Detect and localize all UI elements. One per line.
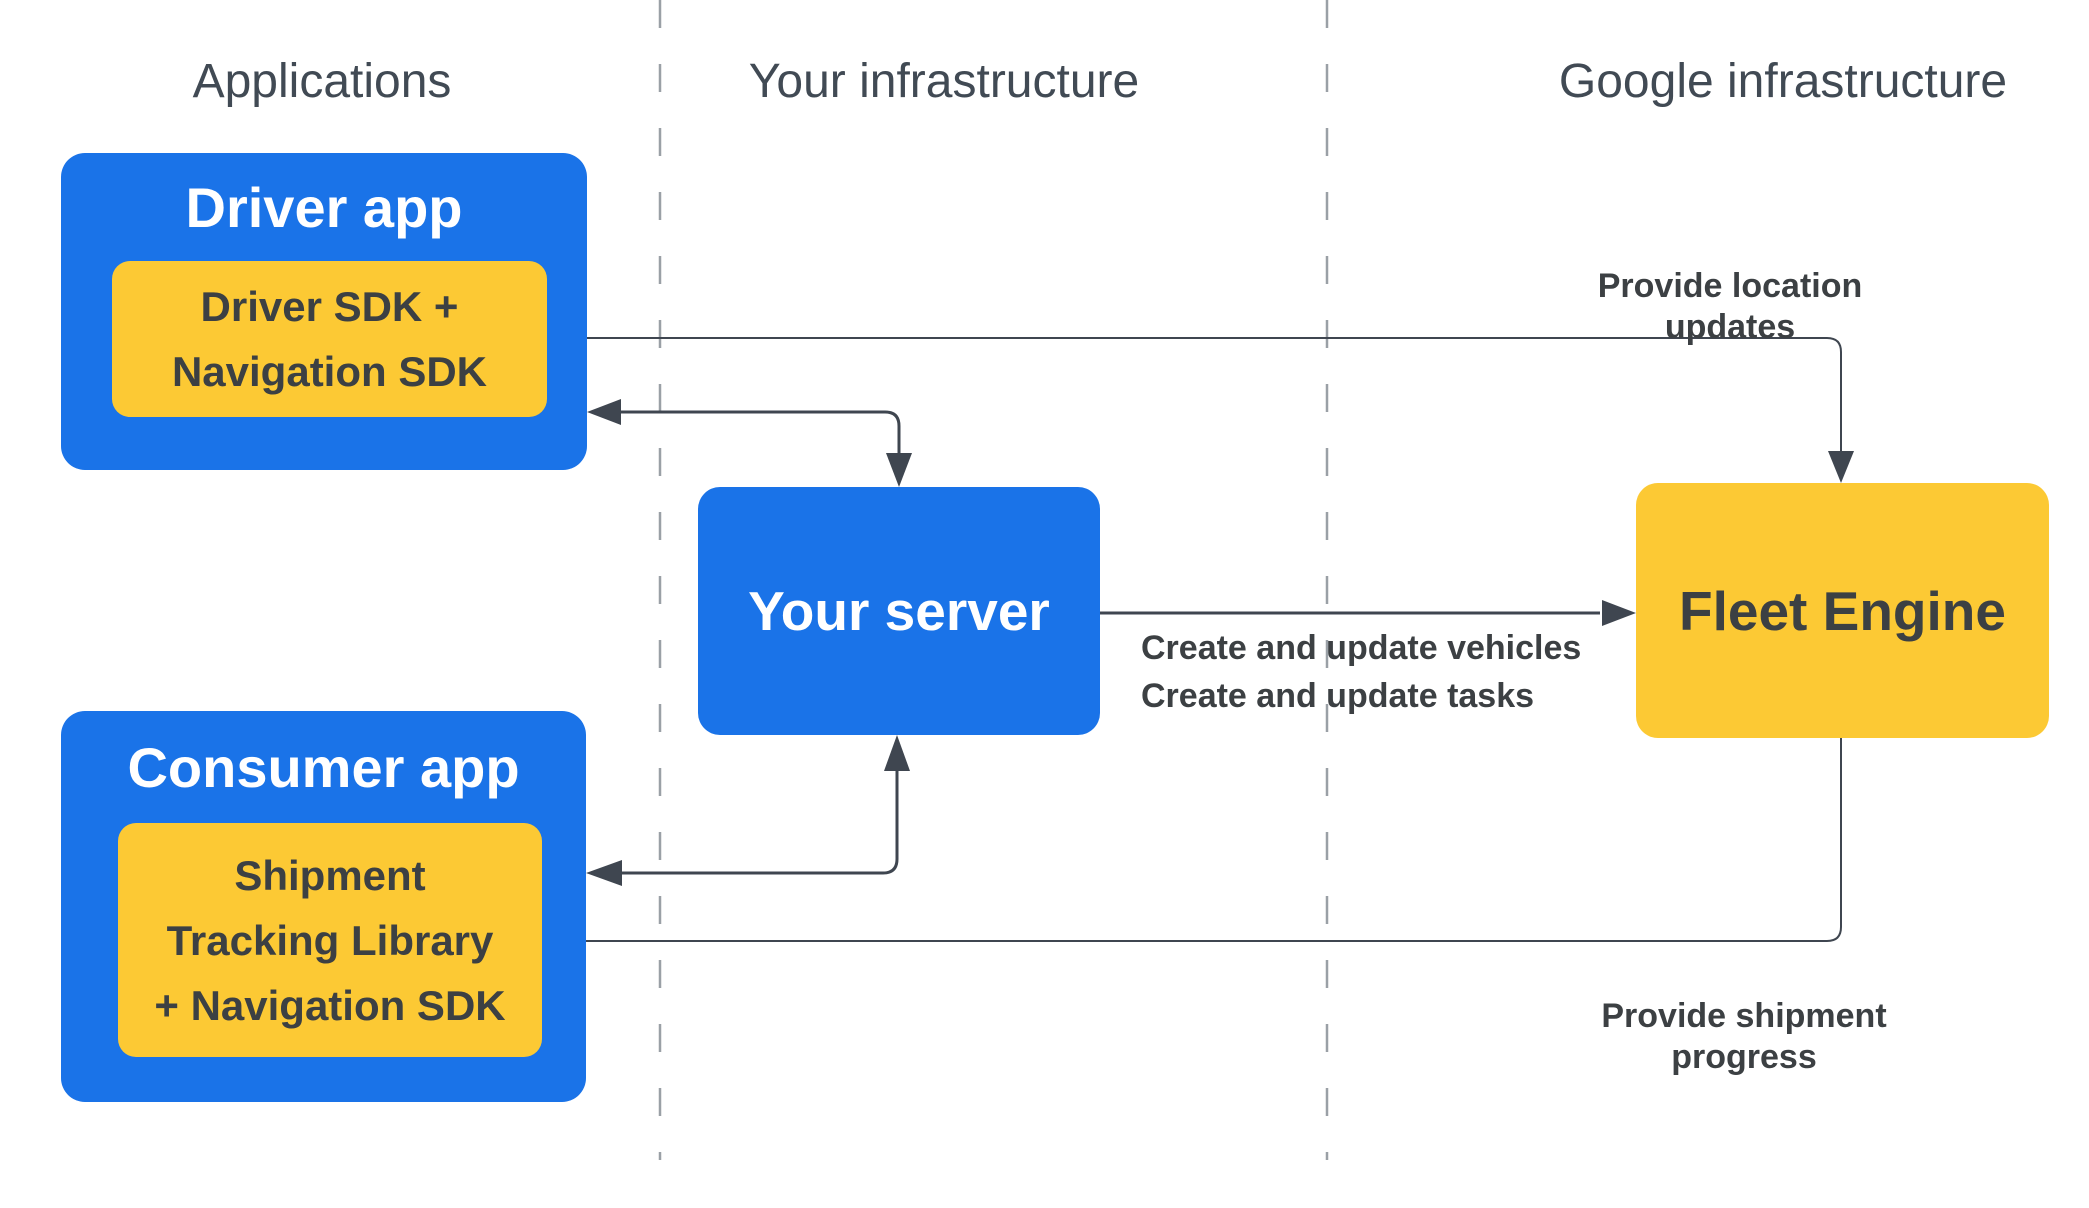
driver-app-title: Driver app <box>185 175 463 239</box>
consumer-app-box: Consumer app Shipment Tracking Library +… <box>61 711 586 1102</box>
connector-fleet-to-consumer-lib <box>578 738 1842 942</box>
connector-server-to-consumer <box>622 771 899 875</box>
edge-label-create-update-vehicles-tasks: Create and update vehicles Create and up… <box>1141 629 1582 715</box>
arrowhead-into-fleet-left <box>1602 600 1636 626</box>
fleet-engine-box: Fleet Engine <box>1636 483 2049 738</box>
driver-sdk-box: Driver SDK + Navigation SDK <box>112 261 547 417</box>
edge-label-provide-shipment-progress: Provide shipment progress <box>1601 997 1887 1076</box>
arrowhead-into-driver-app <box>587 399 621 425</box>
connector-driver-app-to-server <box>621 410 901 453</box>
arrowhead-into-server-bottom <box>884 735 910 771</box>
column-header-your-infrastructure: Your infrastructure <box>748 55 1140 108</box>
shipment-tracking-library-box: Shipment Tracking Library + Navigation S… <box>118 823 542 1057</box>
your-server-box: Your server <box>698 487 1100 735</box>
driver-app-box: Driver app Driver SDK + Navigation SDK <box>61 153 587 470</box>
connector-fleet-to-driver-sdk <box>581 337 1842 451</box>
consumer-app-title: Consumer app <box>127 735 520 799</box>
arrowhead-into-consumer-app <box>586 860 622 886</box>
column-header-google-infrastructure: Google infrastructure <box>1558 55 2008 108</box>
arrowhead-into-fleet-top <box>1828 451 1854 483</box>
edge-label-provide-location-updates: Provide location updates <box>1597 267 1863 346</box>
arrowhead-into-server-top <box>886 453 912 487</box>
column-header-applications: Applications <box>192 55 452 108</box>
